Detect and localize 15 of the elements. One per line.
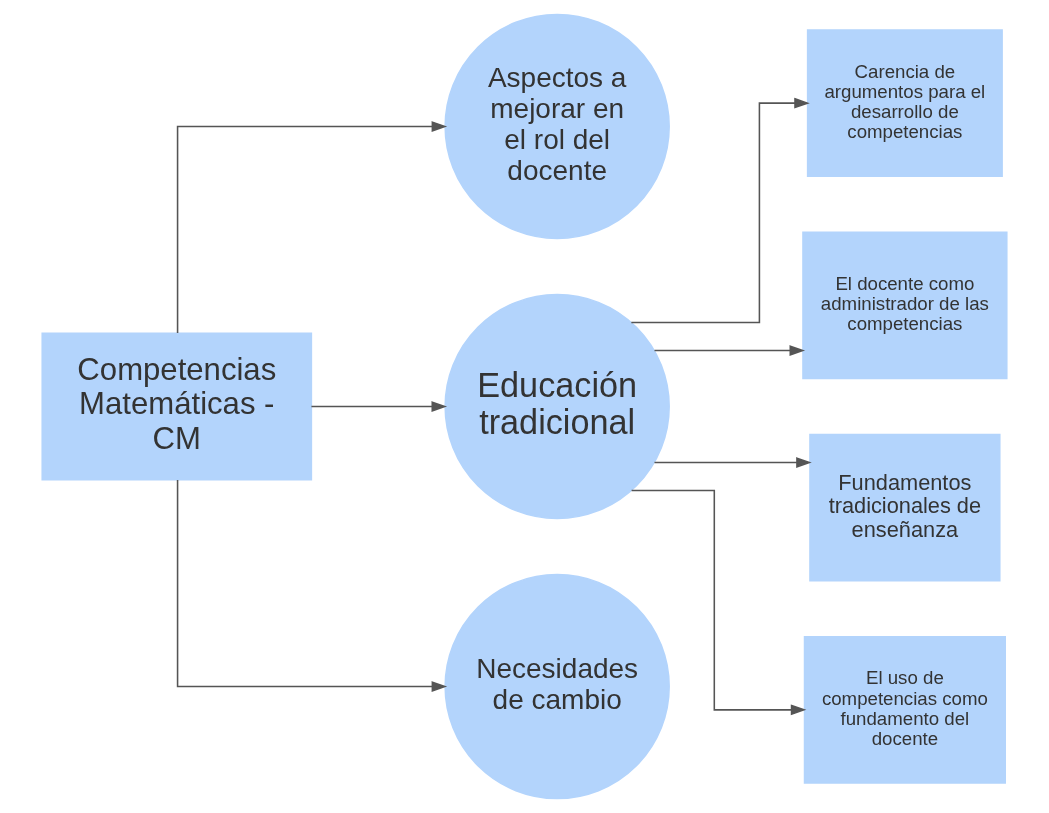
- node-circle: Aspectos a mejorar en el rol del docente: [444, 13, 670, 240]
- arrow: [176, 479, 448, 692]
- node-box: El uso de competencias como fundamento del docente: [803, 635, 1006, 784]
- node-box: Carencia de argumentos para el desarrollo de competencias: [806, 29, 1003, 178]
- node-box: Competencias Matemáticas - CM: [41, 332, 313, 481]
- arrow: [630, 489, 807, 716]
- arrow: [630, 97, 810, 324]
- arrow: [653, 345, 806, 356]
- arrow: [653, 457, 812, 468]
- node-box: El docente como administrador de las competencias: [802, 231, 1008, 380]
- node-circle: Necesidades de cambio: [444, 573, 670, 800]
- node-circle: Educación tradicional: [444, 293, 670, 520]
- arrow: [176, 121, 448, 334]
- arrow: [310, 401, 448, 412]
- node-box: Fundamentos tradicionales de enseñanza: [809, 433, 1001, 582]
